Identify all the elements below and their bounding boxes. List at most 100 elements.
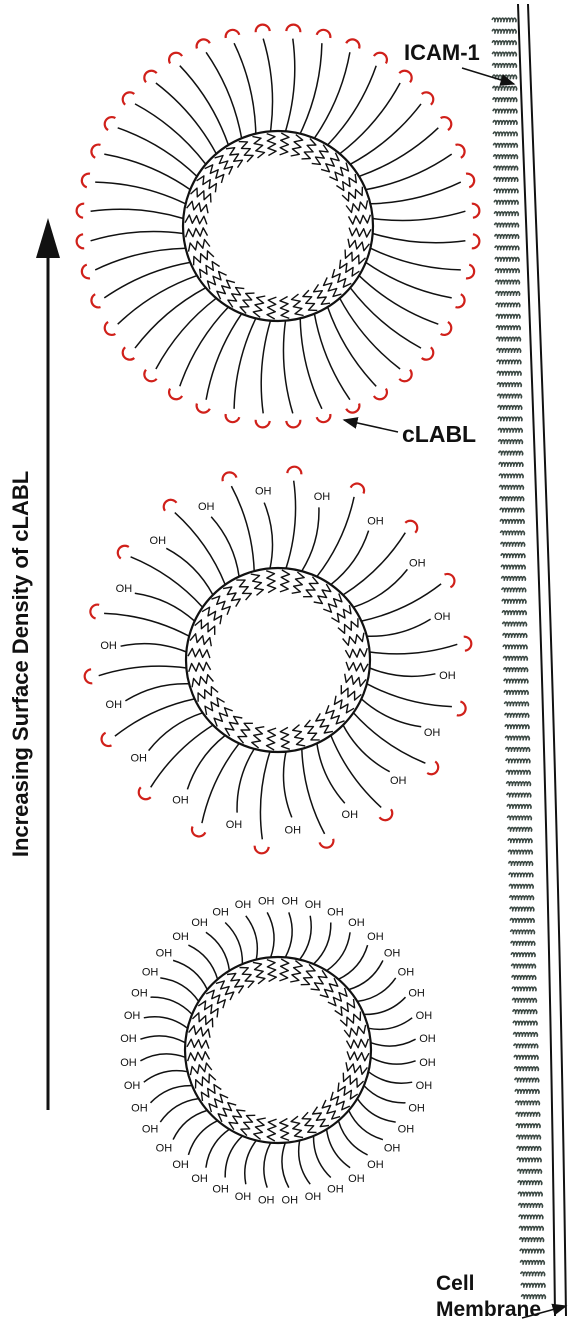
peg-chain bbox=[206, 1129, 230, 1167]
icam-receptor-icon bbox=[516, 1135, 540, 1139]
icam-receptor-icon bbox=[511, 953, 535, 957]
lipid-tail bbox=[280, 133, 289, 155]
lipid-tail bbox=[189, 1026, 210, 1038]
peg-chain bbox=[156, 83, 216, 154]
oh-terminal-label: OH bbox=[172, 931, 189, 943]
peg-chain bbox=[140, 1036, 185, 1043]
lipid-tail bbox=[217, 280, 235, 299]
icam-receptor-icon bbox=[501, 577, 525, 581]
lipid-tail bbox=[345, 648, 367, 658]
icam-receptor-icon bbox=[495, 280, 519, 284]
peg-chain bbox=[91, 231, 184, 240]
lipid-tail bbox=[188, 1052, 210, 1061]
icam-receptor-icon bbox=[517, 1169, 541, 1173]
peg-chain bbox=[357, 978, 395, 1002]
icam-receptor-icon bbox=[511, 941, 535, 945]
clabl-ligand-icon bbox=[105, 322, 116, 335]
clabl-ligand-icon bbox=[374, 53, 387, 64]
lipid-tail bbox=[196, 1074, 216, 1088]
peg-chain bbox=[135, 288, 206, 348]
lipid-tail bbox=[238, 723, 253, 743]
lipid-tail bbox=[349, 228, 371, 237]
peg-chain bbox=[283, 321, 292, 414]
particle-core bbox=[186, 568, 370, 752]
clabl-ligand-icon bbox=[256, 420, 270, 428]
oh-terminal-label: OH bbox=[235, 899, 252, 911]
lipid-tail bbox=[252, 137, 264, 158]
peg-chain bbox=[188, 945, 217, 979]
icam-receptor-icon bbox=[499, 474, 523, 478]
lipid-tail bbox=[240, 293, 254, 313]
peg-chain bbox=[99, 666, 187, 676]
icam-receptor-icon bbox=[507, 816, 531, 820]
peg-chain bbox=[260, 752, 270, 840]
oh-terminal-label: OH bbox=[384, 948, 401, 960]
oh-terminal-label: OH bbox=[439, 670, 456, 682]
lipid-tail bbox=[185, 215, 207, 224]
clabl-ligand-icon bbox=[226, 414, 240, 422]
clabl-ligand-icon bbox=[85, 669, 93, 683]
icam-receptor-icon bbox=[512, 987, 536, 991]
lipid-tail bbox=[252, 727, 264, 748]
icam-receptor-icon bbox=[516, 1112, 540, 1116]
icam-receptor-icon bbox=[514, 1055, 538, 1059]
icam-receptor-icon bbox=[520, 1238, 544, 1242]
oh-terminal-label: OH bbox=[198, 501, 215, 513]
clabl-ligand-icon bbox=[346, 404, 359, 413]
peg-chain bbox=[151, 725, 213, 787]
lipid-tail bbox=[305, 720, 320, 740]
lipid-tail bbox=[192, 675, 213, 688]
peg-chain bbox=[237, 749, 254, 813]
peg-chain bbox=[131, 557, 203, 607]
oh-terminal-label: OH bbox=[120, 1033, 137, 1045]
peg-chain bbox=[361, 584, 441, 621]
clabl-ligand-icon bbox=[123, 347, 135, 359]
lipid-tail bbox=[280, 297, 289, 319]
lipid-tail bbox=[334, 696, 354, 713]
icam-receptor-icon bbox=[493, 109, 517, 113]
oh-terminal-label: OH bbox=[398, 967, 415, 979]
peg-chain bbox=[338, 1121, 367, 1155]
icam-receptor-icon bbox=[519, 1204, 543, 1208]
peg-chain bbox=[299, 1140, 311, 1184]
clabl-ligand-icon bbox=[197, 39, 210, 48]
oh-terminal-label: OH bbox=[327, 1184, 344, 1196]
clabl-ligand-icon bbox=[374, 389, 387, 400]
lipid-tail bbox=[192, 1013, 212, 1027]
density-axis-arrow-icon bbox=[36, 218, 60, 1110]
lipid-tail bbox=[197, 176, 217, 192]
oh-terminal-label: OH bbox=[327, 906, 344, 918]
icam-receptor-icon bbox=[519, 1226, 543, 1230]
oh-terminal-label: OH bbox=[172, 794, 189, 806]
icam-receptor-icon bbox=[500, 497, 524, 501]
icam-receptor-icon bbox=[498, 440, 522, 444]
particle-core bbox=[183, 131, 373, 321]
oh-terminal-label: OH bbox=[212, 906, 229, 918]
lipid-tail bbox=[201, 1085, 221, 1101]
peg-chain bbox=[353, 569, 407, 607]
clabl-ligand-icon bbox=[255, 846, 269, 854]
cell-membrane-label-line2: Membrane bbox=[436, 1297, 541, 1323]
peg-chain bbox=[118, 128, 197, 177]
oh-terminal-label: OH bbox=[305, 1191, 322, 1203]
icam-receptor-icon bbox=[507, 805, 531, 809]
clabl-ligand-icon bbox=[197, 404, 210, 413]
icam-receptor-array bbox=[492, 18, 545, 1298]
clabl-ligand-icon bbox=[427, 762, 438, 775]
particle-core bbox=[185, 957, 371, 1143]
peg-chain bbox=[188, 1121, 217, 1155]
icam-receptor-icon bbox=[499, 463, 523, 467]
peg-chain bbox=[225, 923, 242, 965]
icam-receptor-icon bbox=[498, 428, 522, 432]
oh-terminal-label: OH bbox=[409, 558, 426, 570]
icam-receptor-icon bbox=[492, 64, 516, 68]
particle-high-density bbox=[77, 25, 480, 428]
icam-receptor-icon bbox=[513, 1021, 537, 1025]
icam-receptor-icon bbox=[500, 520, 524, 524]
lipid-tail bbox=[241, 1115, 255, 1135]
clabl-ligand-icon bbox=[422, 347, 434, 359]
clabl-label: cLABL bbox=[402, 421, 476, 448]
icam-receptor-icon bbox=[496, 326, 520, 330]
clabl-ligand-icon bbox=[82, 265, 90, 279]
peg-chain bbox=[285, 912, 292, 957]
